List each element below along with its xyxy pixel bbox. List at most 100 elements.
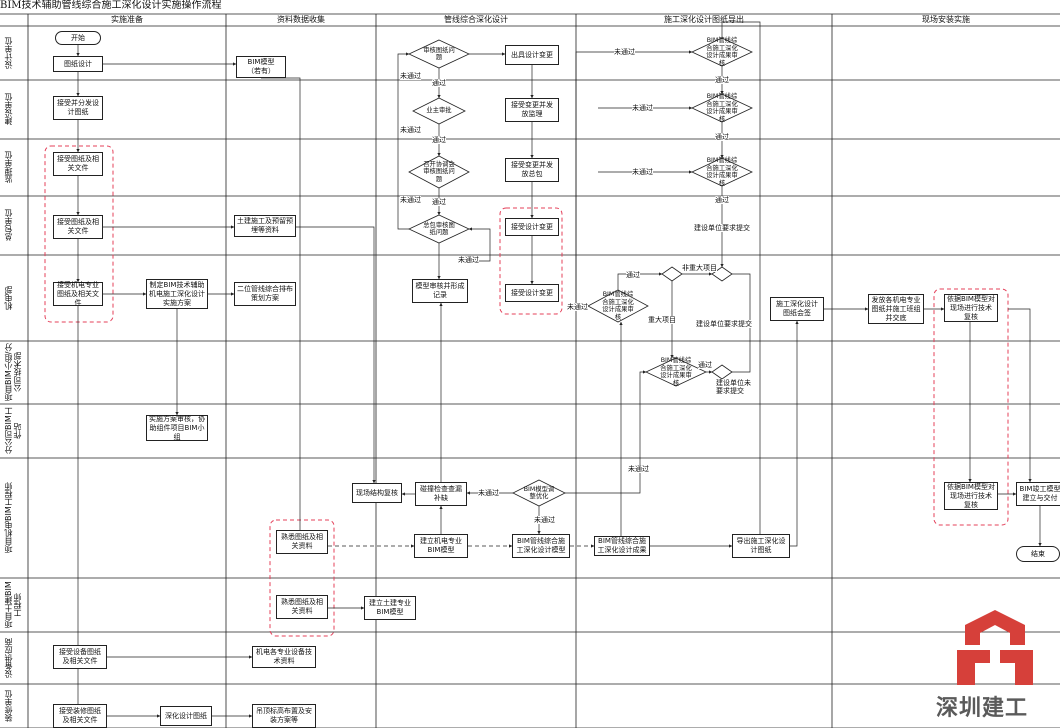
edge-46 bbox=[721, 21, 761, 534]
edge-label-21: 建设单位要求提交 bbox=[694, 224, 750, 232]
edge-label-6: 未通过 bbox=[458, 256, 479, 264]
edge-label-22: 建设单位要求提交 bbox=[696, 320, 752, 328]
decision-text-d-design-audit: BIM管线综合施工深化设计成果审核 bbox=[706, 37, 738, 67]
node-bim-deep-result: BIM管线综合施工深化设计成果 bbox=[594, 536, 650, 556]
node-deco-receive: 接受装修图纸及相关文件 bbox=[53, 704, 107, 728]
node-plan-bim: 制定BIM技术辅助机电施工深化设计实施方案 bbox=[146, 279, 208, 309]
lane-label-0: 设计单位 bbox=[4, 37, 13, 69]
edge-label-9: 未通过 bbox=[628, 465, 649, 473]
edge-label-18: 通过 bbox=[698, 361, 712, 369]
node-recv-change2: 接受设计变更 bbox=[505, 284, 559, 302]
decision-text-d-sup-coord: 召开协调会审核图纸问题 bbox=[423, 160, 455, 183]
decision-text-d-bim-audit: BIM管线综合施工深化设计成果审核 bbox=[660, 357, 692, 387]
highlight-groups bbox=[44, 145, 1009, 637]
junction-diamond-0 bbox=[661, 266, 683, 282]
column-header-4: 现场安装实施 bbox=[922, 15, 970, 24]
edge-12 bbox=[53, 306, 79, 658]
decision-shapes bbox=[408, 37, 753, 507]
company-logo-text: 深圳建工 bbox=[936, 696, 1029, 721]
node-mep-receive: 接受机电专业图纸及相关文件 bbox=[53, 281, 103, 307]
node-completion: BIM竣工模型建立与交付 bbox=[1016, 482, 1060, 506]
edge-label-0: 未通过 bbox=[400, 72, 421, 80]
decision-text-d-owner-audit: BIM管线综合施工深化设计成果审核 bbox=[706, 93, 738, 123]
lane-label-6: 分公司BIM工作站 bbox=[4, 407, 22, 455]
decision-text-d-review-draw: 审核图纸问题 bbox=[423, 46, 455, 62]
node-fam-mep: 熟悉图纸及相关资料 bbox=[276, 530, 328, 554]
lane-label-5: 项目BIM小组/分公司技术部 bbox=[4, 343, 22, 402]
node-clash: 碰撞检查查漏补缺 bbox=[415, 482, 467, 506]
edge-label-11: 未通过 bbox=[632, 104, 653, 112]
node-fam-civil: 熟悉图纸及相关资料 bbox=[276, 595, 328, 619]
node-site-review: 现场结构复核 bbox=[352, 483, 402, 503]
diagram-title: BIM技术辅助管线综合施工深化设计实施操作流程 bbox=[0, 0, 222, 11]
node-site-check2: 依据BIM模型对现场进行技术复核 bbox=[944, 482, 998, 510]
node-build-mep: 建立机电专业BIM模型 bbox=[414, 534, 468, 558]
decision-d-sup-audit bbox=[691, 157, 753, 187]
lane-label-4: 机电部 bbox=[4, 286, 13, 310]
lane-label-2: 监理单位 bbox=[4, 151, 13, 184]
decision-d-design-audit bbox=[691, 37, 753, 67]
edge-label-16: 通过 bbox=[715, 196, 729, 204]
node-start: 开始 bbox=[55, 31, 101, 45]
lane-label-8: 项目土建BIM工程师 bbox=[4, 581, 22, 629]
lane-label-3: 总包单位 bbox=[4, 209, 13, 242]
decision-d-mep-audit bbox=[587, 289, 649, 323]
node-sup-receive: 接受图纸及相关文件 bbox=[53, 152, 103, 176]
node-draw-design: 图纸设计 bbox=[53, 56, 103, 72]
node-recv-change-sup: 接受变更并发放监理 bbox=[505, 98, 559, 122]
edge-43 bbox=[575, 50, 693, 307]
edge-label-14: 通过 bbox=[715, 76, 729, 84]
edge-label-5: 通过 bbox=[432, 198, 446, 206]
node-pipe-plan: 二位管线综合排布策划方案 bbox=[234, 282, 296, 306]
decision-text-d-mep-audit: BIM管线综合施工深化设计成果审核 bbox=[602, 291, 634, 321]
node-equip-tech: 机电各专业设备技术资料 bbox=[252, 646, 316, 668]
node-equip-receive: 接受设备图纸及相关文件 bbox=[53, 645, 107, 669]
decision-d-owner-audit bbox=[691, 93, 753, 123]
node-design-change: 出具设计变更 bbox=[505, 45, 559, 65]
node-bim-model-opt: BIM模型 （若有） bbox=[236, 56, 286, 78]
column-header-0: 实施准备 bbox=[111, 15, 143, 24]
highlight-group-1 bbox=[269, 519, 335, 637]
node-recv-change1: 接受设计变更 bbox=[505, 218, 559, 236]
edge-label-15: 通过 bbox=[715, 133, 729, 141]
decision-text-d-gc-review: 总包审核图纸问题 bbox=[423, 221, 455, 237]
highlight-group-3 bbox=[933, 288, 1009, 526]
junction-diamond-2 bbox=[711, 364, 733, 380]
edge-label-1: 通过 bbox=[432, 79, 446, 87]
decision-text-d-sup-audit: BIM管线综合施工深化设计成果审核 bbox=[706, 157, 738, 187]
node-bim-deep-model: BIM管线综合施工深化设计模型 bbox=[512, 534, 570, 558]
node-end: 结束 bbox=[1016, 546, 1060, 562]
edge-label-2: 未通过 bbox=[400, 126, 421, 134]
flow-edges bbox=[53, 21, 1042, 718]
node-guide: 实施方案审核，协助组件项目BIM小组 bbox=[146, 415, 208, 441]
column-header-1: 资料数据收集 bbox=[277, 15, 325, 24]
highlight-group-0 bbox=[44, 145, 114, 323]
node-collect-civil: 土建施工及预留预埋等资料 bbox=[234, 215, 296, 237]
highlight-group-2 bbox=[499, 207, 563, 315]
edge-10 bbox=[296, 226, 376, 484]
decision-d-owner-ok bbox=[412, 97, 466, 125]
decision-d-sup-coord bbox=[408, 155, 470, 189]
lane-label-1: 建设单位 bbox=[4, 93, 13, 126]
edge-label-8: 未通过 bbox=[534, 516, 555, 524]
lane-label-7: 项目机电BIM工程师 bbox=[4, 482, 13, 554]
node-gc-receive: 接受图纸及相关文件 bbox=[53, 215, 103, 239]
edge-label-23: 建设单位未要求提交 bbox=[716, 379, 752, 395]
edge-52 bbox=[790, 320, 799, 547]
edge-27 bbox=[565, 370, 647, 494]
company-logo-icon bbox=[957, 610, 1033, 685]
node-owner-receive: 接受并分发设计图纸 bbox=[53, 96, 103, 120]
edge-label-10: 未通过 bbox=[614, 48, 635, 56]
edge-label-17: 通过 bbox=[626, 271, 640, 279]
edge-label-19: 非重大项目 bbox=[682, 264, 717, 272]
edge-40 bbox=[617, 272, 663, 290]
lane-label-10: 装修单位 bbox=[4, 690, 13, 722]
edge-55 bbox=[1008, 308, 1032, 483]
decision-text-d-optimize: BIM模型调整优化 bbox=[523, 485, 555, 501]
edge-11 bbox=[261, 77, 302, 535]
edge-label-3: 通过 bbox=[432, 136, 446, 144]
edge-label-13: 未通过 bbox=[567, 303, 588, 311]
lane-label-9: 设备供应商 bbox=[4, 638, 13, 678]
